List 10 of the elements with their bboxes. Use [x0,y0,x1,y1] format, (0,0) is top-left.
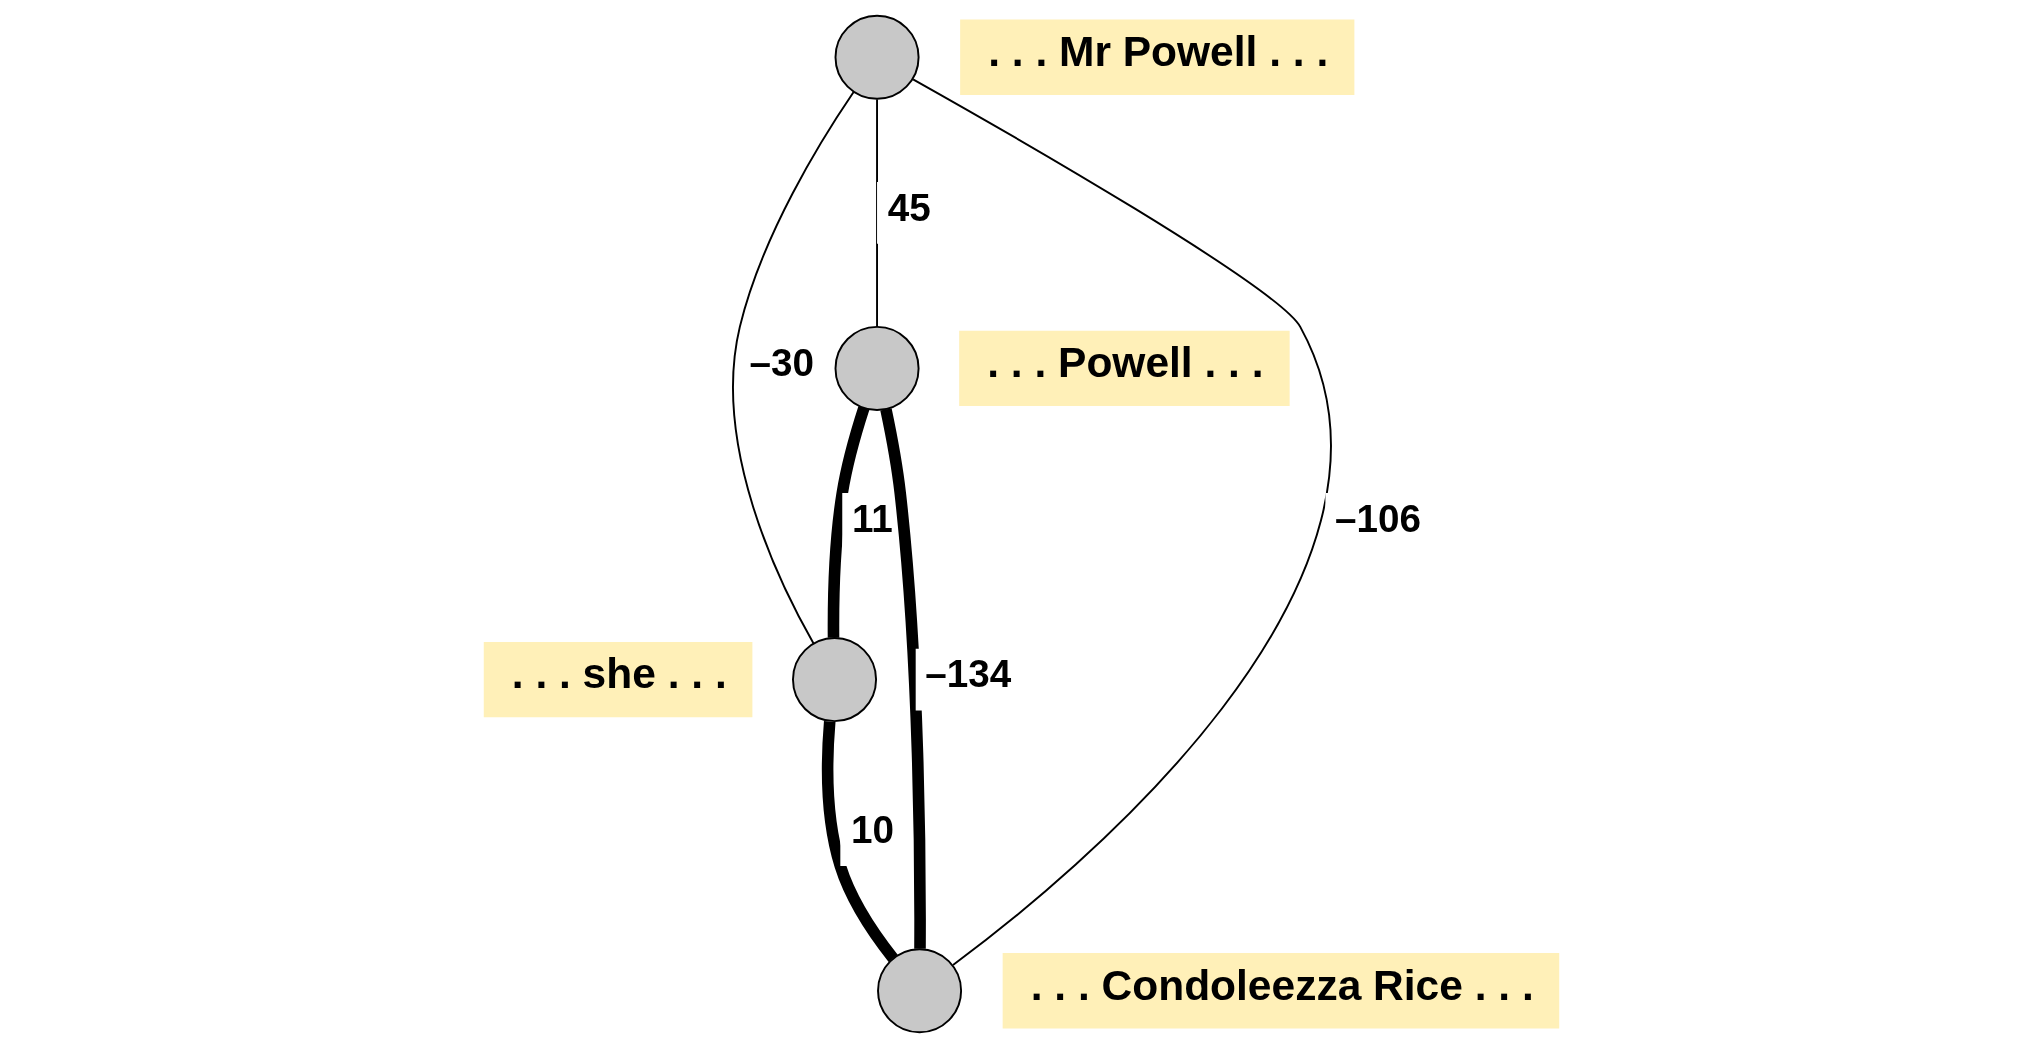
node-label: . . . she . . . [511,650,727,698]
edge-label: –106 [1334,496,1421,540]
edge-label: –134 [924,652,1011,696]
edge-label: 10 [850,807,894,851]
edge-label: 45 [887,185,931,229]
node-label: . . . Condoleezza Rice . . . [1030,961,1534,1009]
edge-label: –30 [748,341,814,385]
node-label: . . . Powell . . . [986,339,1264,387]
edge-label: 11 [851,496,893,540]
node-label: . . . Mr Powell . . . [987,28,1328,76]
